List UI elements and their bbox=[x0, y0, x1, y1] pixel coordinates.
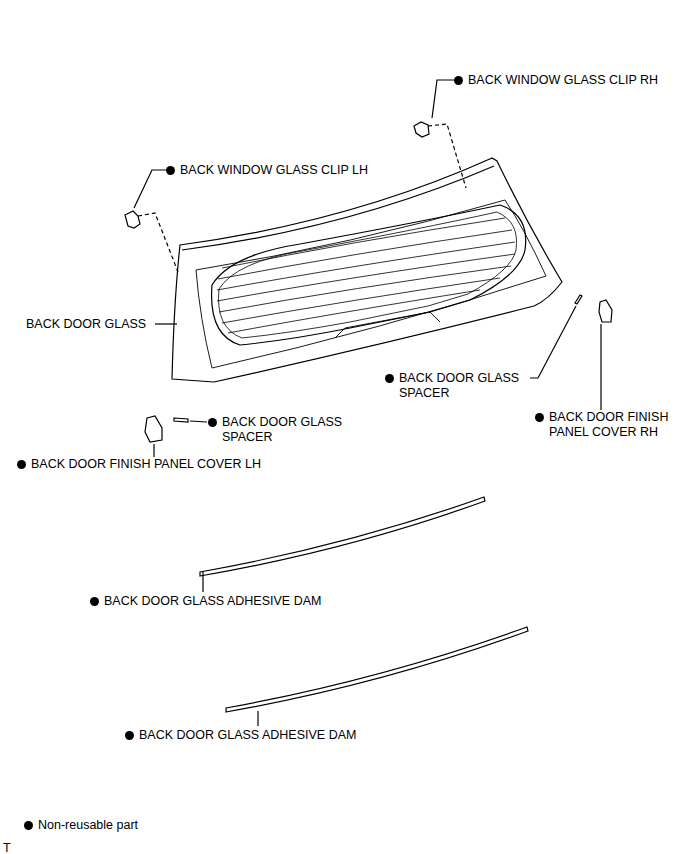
part-label: BACK DOOR FINISH PANEL COVER RH bbox=[549, 410, 687, 440]
non-reusable-mark bbox=[24, 821, 33, 830]
non-reusable-mark bbox=[17, 460, 26, 469]
part-label: BACK DOOR GLASS SPACER bbox=[399, 371, 537, 401]
part-label: BACK WINDOW GLASS CLIP RH bbox=[468, 73, 658, 88]
part-label: BACK DOOR GLASS ADHESIVE DAM bbox=[139, 728, 356, 743]
legend-text: Non-reusable part bbox=[38, 818, 138, 833]
non-reusable-mark bbox=[454, 76, 463, 85]
non-reusable-mark bbox=[208, 418, 217, 427]
part-label: BACK DOOR GLASS ADHESIVE DAM bbox=[104, 594, 321, 609]
part-label: BACK WINDOW GLASS CLIP LH bbox=[180, 163, 368, 178]
figure-code: T bbox=[3, 841, 11, 854]
non-reusable-mark bbox=[385, 374, 394, 383]
part-label: BACK DOOR FINISH PANEL COVER LH bbox=[31, 457, 261, 472]
non-reusable-mark bbox=[166, 166, 175, 175]
non-reusable-mark bbox=[125, 731, 134, 740]
non-reusable-mark bbox=[90, 597, 99, 606]
part-label: BACK DOOR GLASS SPACER bbox=[222, 415, 360, 445]
non-reusable-mark bbox=[535, 413, 544, 422]
part-label: BACK DOOR GLASS bbox=[26, 317, 146, 332]
